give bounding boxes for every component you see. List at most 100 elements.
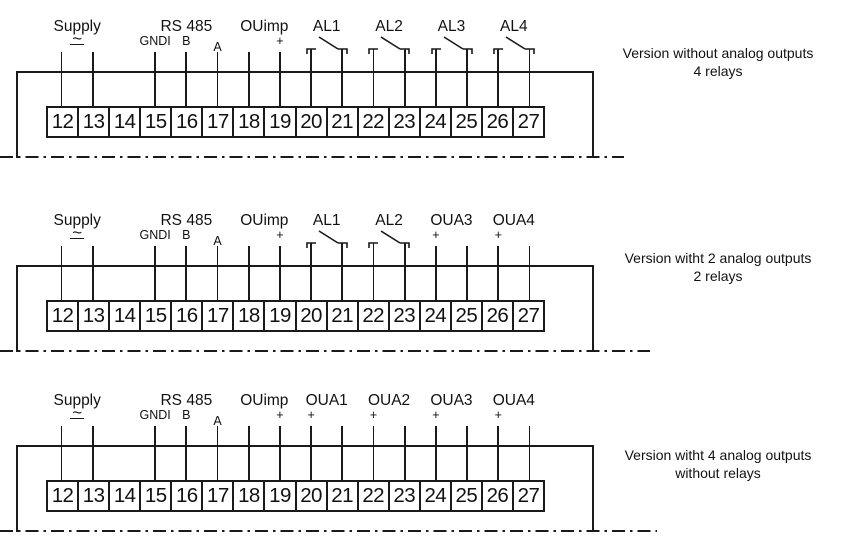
terminal-cell: 14 — [110, 302, 142, 330]
device-outline-left — [16, 445, 18, 532]
terminal-number: 12 — [51, 110, 74, 133]
terminal-number: 15 — [144, 110, 167, 133]
group-label: OUA3 — [430, 212, 473, 229]
terminal-cell: 20 — [297, 108, 328, 136]
terminal-sublabel: + — [494, 408, 502, 422]
device-outline-left — [16, 265, 18, 352]
terminal-cell: 18 — [234, 302, 266, 330]
terminal-cell: 19 — [265, 302, 297, 330]
terminal-cell: 19 — [265, 108, 297, 136]
terminal-wire — [341, 49, 344, 106]
terminal-number: 14 — [113, 304, 136, 327]
terminal-number: 17 — [207, 304, 229, 327]
terminal-cell: 27 — [514, 108, 543, 136]
terminal-number: 25 — [455, 304, 478, 327]
group-label: OUimp — [240, 212, 289, 229]
terminal-wire — [528, 426, 531, 480]
terminal-number: 25 — [455, 484, 478, 507]
terminal-cell: 22 — [359, 108, 390, 136]
terminal-sublabel: + — [494, 228, 502, 242]
terminal-sublabel: GNDI — [139, 34, 171, 48]
terminal-number: 27 — [517, 110, 540, 133]
terminal-wire — [216, 52, 219, 106]
terminal-cell: 13 — [79, 482, 111, 510]
terminal-wire — [154, 246, 157, 300]
terminal-wire — [528, 246, 531, 300]
terminal-cell: 17 — [203, 482, 235, 510]
terminal-wire — [372, 426, 375, 480]
terminal-cell: 16 — [172, 482, 204, 510]
terminal-sublabel: A — [213, 414, 222, 428]
group-label: Supply — [53, 392, 101, 409]
group-label: OUA1 — [305, 392, 348, 409]
terminal-cell: 19 — [265, 482, 297, 510]
terminal-number: 17 — [207, 110, 229, 133]
terminal-number: 24 — [424, 484, 447, 507]
terminal-wire — [372, 49, 375, 106]
relay-contact-icon — [306, 36, 348, 54]
terminal-cell: 12 — [48, 108, 80, 136]
terminal-number: 16 — [175, 484, 198, 507]
terminal-cell: 16 — [172, 108, 204, 136]
ac-supply-icon: ~ — [55, 404, 99, 421]
terminal-sublabel: GNDI — [139, 228, 171, 242]
device-outline-top — [16, 445, 594, 447]
terminal-wire — [247, 426, 250, 480]
terminal-number: 18 — [238, 110, 260, 133]
terminal-cell: 24 — [421, 302, 452, 330]
panel-break-line — [0, 350, 650, 353]
terminal-cell: 25 — [452, 302, 483, 330]
terminal-number: 21 — [331, 304, 353, 327]
terminal-sublabel: + — [307, 408, 315, 422]
terminal-number: 14 — [113, 110, 136, 133]
terminal-number: 26 — [486, 110, 509, 133]
terminal-number: 13 — [82, 484, 105, 507]
terminal-number: 13 — [82, 110, 105, 133]
terminal-cell: 13 — [79, 302, 111, 330]
terminal-wire — [185, 426, 188, 480]
terminal-sublabel: + — [276, 34, 284, 48]
terminal-wire — [279, 246, 281, 300]
terminal-cell: 25 — [452, 108, 483, 136]
terminal-wire — [310, 49, 312, 106]
terminal-wire — [434, 246, 437, 300]
device-outline-right — [592, 445, 594, 532]
terminal-wire — [403, 49, 406, 106]
relay-contact-icon — [431, 36, 473, 54]
terminal-wire — [466, 49, 468, 106]
terminal-cell: 15 — [141, 302, 173, 330]
terminal-sublabel: + — [276, 228, 284, 242]
terminal-cell: 21 — [328, 108, 359, 136]
ac-supply-icon: ~ — [55, 224, 99, 241]
terminal-wire — [154, 52, 157, 106]
terminal-cell: 16 — [172, 302, 204, 330]
terminal-cell: 23 — [390, 482, 421, 510]
terminal-number: 17 — [207, 484, 229, 507]
group-label: OUimp — [240, 18, 289, 35]
terminal-sublabel: B — [182, 228, 191, 242]
terminal-wire — [247, 246, 250, 300]
terminal-wire — [310, 426, 312, 480]
terminal-wire — [466, 426, 468, 480]
terminal-cell: 12 — [48, 302, 80, 330]
terminal-cell: 26 — [483, 482, 514, 510]
terminal-cell: 27 — [514, 302, 543, 330]
relay-contact-icon — [493, 36, 536, 54]
device-outline-right — [592, 71, 594, 158]
terminal-wire — [279, 52, 281, 106]
terminal-wire — [91, 52, 94, 106]
terminal-wire — [60, 426, 63, 480]
group-label: AL1 — [312, 212, 341, 229]
terminal-cell: 18 — [234, 482, 266, 510]
terminal-cell: 25 — [452, 482, 483, 510]
variant-caption-line: 2 relays — [693, 268, 743, 284]
terminal-cell: 20 — [297, 482, 328, 510]
terminal-wire — [497, 246, 500, 300]
terminal-cell: 14 — [110, 482, 142, 510]
